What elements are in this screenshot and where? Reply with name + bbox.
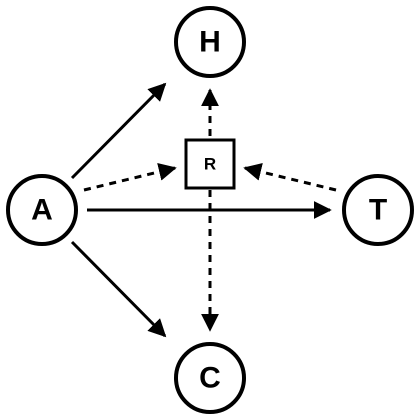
- node-r: R: [184, 138, 236, 190]
- node-t: T: [342, 174, 414, 246]
- node-a: A: [6, 174, 78, 246]
- edge-a-to-r: [83, 163, 177, 192]
- node-c: C: [174, 342, 246, 414]
- node-r-label: R: [204, 155, 216, 174]
- edge-a-to-h: [70, 82, 167, 180]
- node-c-label: C: [199, 362, 221, 395]
- edge-a-to-c: [70, 240, 167, 338]
- edge-t-to-r: [243, 163, 337, 192]
- node-h-label: H: [199, 26, 221, 59]
- node-t-label: T: [369, 194, 387, 227]
- node-h: H: [174, 6, 246, 78]
- node-a-label: A: [31, 194, 53, 227]
